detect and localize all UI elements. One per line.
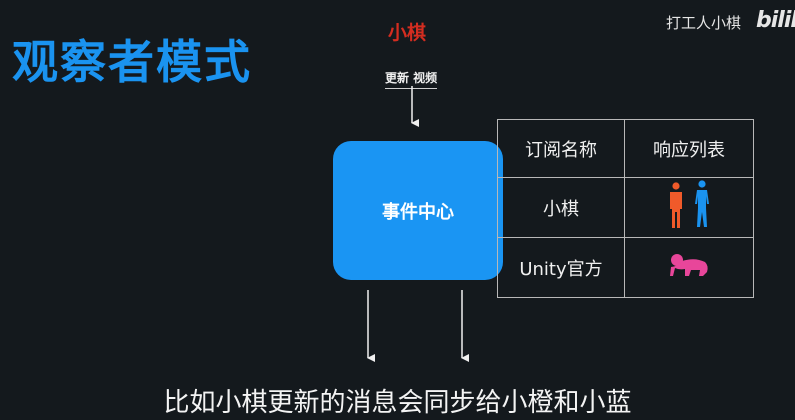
person-blue-icon <box>695 180 709 227</box>
header-subscription-name: 订阅名称 <box>497 119 625 178</box>
subscription-table: 订阅名称 响应列表 小棋 Unity官方 <box>497 119 754 298</box>
header-response-list: 响应列表 <box>624 119 754 178</box>
response-list-cell <box>624 177 754 238</box>
table-row: 小棋 <box>497 177 754 238</box>
publisher-label: 小棋 <box>388 22 427 44</box>
channel-watermark: 打工人小棋 <box>666 14 742 32</box>
page-title: 观察者模式 <box>12 35 252 89</box>
table-header-row: 订阅名称 响应列表 <box>497 119 754 178</box>
person-orange-icon <box>670 182 682 228</box>
subtitle-caption: 比如小棋更新的消息会同步给小橙和小蓝 <box>163 388 632 418</box>
subscription-name-cell: 小棋 <box>497 177 625 238</box>
publish-action-label: 更新 视频 <box>385 69 438 89</box>
baby-pink-icon <box>670 254 708 276</box>
platform-logo: bilib <box>756 8 795 33</box>
response-list-cell <box>624 237 754 298</box>
event-center-label: 事件中心 <box>382 201 454 223</box>
table-row: Unity官方 <box>497 237 754 298</box>
event-center-box: 事件中心 <box>333 141 503 280</box>
subscription-name-cell: Unity官方 <box>497 237 625 298</box>
